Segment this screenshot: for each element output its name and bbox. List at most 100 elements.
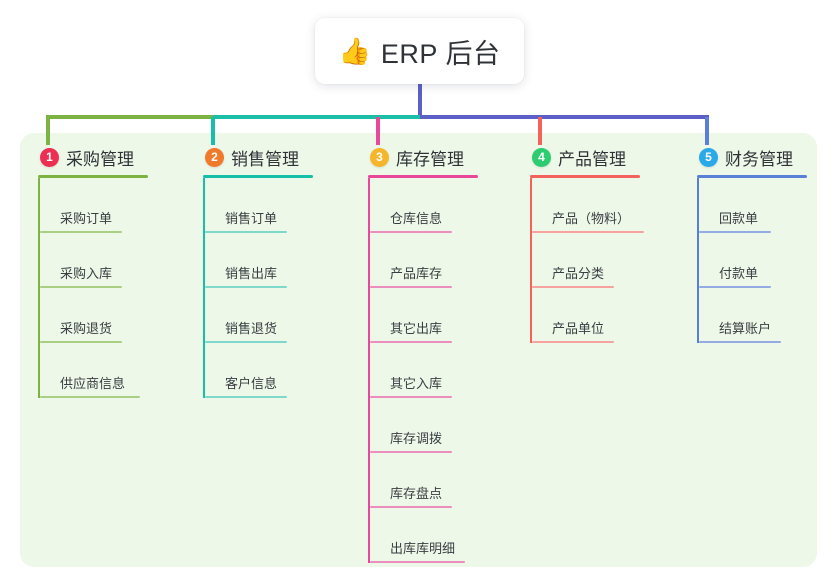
item-label: 客户信息 xyxy=(225,376,278,391)
branch-header-2[interactable]: 2 销售管理 xyxy=(205,145,313,169)
branch-number-badge: 5 xyxy=(699,147,718,167)
item-spine-line xyxy=(368,288,370,343)
root-node[interactable]: 👍 ERP 后台 xyxy=(315,18,524,84)
item-underline xyxy=(205,231,287,233)
branch-item[interactable]: 产品单位 xyxy=(530,288,640,343)
item-underline xyxy=(699,231,771,233)
branch-title: 产品管理 xyxy=(558,149,626,169)
item-label: 仓库信息 xyxy=(390,211,443,226)
branch-title: 库存管理 xyxy=(396,149,464,169)
item-spine-line xyxy=(368,398,370,453)
item-underline xyxy=(40,341,122,343)
branch-item[interactable]: 其它出库 xyxy=(368,288,478,343)
thumbs-up-icon: 👍 xyxy=(338,36,371,66)
item-underline xyxy=(699,341,781,343)
item-spine-line xyxy=(38,233,40,288)
item-label: 出库库明细 xyxy=(390,541,456,556)
branch-item[interactable]: 回款单 xyxy=(697,178,807,233)
item-underline xyxy=(699,286,771,288)
item-label: 回款单 xyxy=(719,211,759,226)
item-label: 产品分类 xyxy=(552,266,605,281)
item-label: 采购退货 xyxy=(60,321,113,336)
item-label: 产品单位 xyxy=(552,321,605,336)
item-spine-line xyxy=(697,178,699,233)
branch-title: 采购管理 xyxy=(66,149,134,169)
branch-item[interactable]: 产品库存 xyxy=(368,233,478,288)
branch-item[interactable]: 仓库信息 xyxy=(368,178,478,233)
item-label: 采购订单 xyxy=(60,211,113,226)
branch-number-badge: 4 xyxy=(532,147,551,167)
branch-item-list: 产品（物料） 产品分类产品单位 xyxy=(530,178,644,343)
branch-item[interactable]: 产品（物料） xyxy=(530,178,644,233)
item-label: 库存盘点 xyxy=(390,486,443,501)
item-label: 其它入库 xyxy=(390,376,443,391)
branch-item[interactable]: 采购订单 xyxy=(38,178,148,233)
item-label: 采购入库 xyxy=(60,266,113,281)
branch-column-4: 4 产品管理产品（物料） 产品分类产品单位 xyxy=(530,145,644,343)
item-underline xyxy=(370,341,452,343)
branch-header-1[interactable]: 1 采购管理 xyxy=(40,145,148,169)
branch-item[interactable]: 产品分类 xyxy=(530,233,640,288)
item-underline xyxy=(532,341,614,343)
branch-item[interactable]: 库存盘点 xyxy=(368,453,478,508)
item-underline xyxy=(205,341,287,343)
item-label: 产品（物料） xyxy=(552,211,631,226)
branch-number-badge: 2 xyxy=(205,147,224,167)
item-label: 销售退货 xyxy=(225,321,278,336)
branch-header-5[interactable]: 5 财务管理 xyxy=(699,145,807,169)
item-underline xyxy=(40,286,122,288)
item-label: 库存调拨 xyxy=(390,431,443,446)
item-label: 供应商信息 xyxy=(60,376,126,391)
branch-item[interactable]: 其它入库 xyxy=(368,343,478,398)
branch-column-3: 3 库存管理仓库信息产品库存其它出库其它入库库存调拨库存盘点出库库明细 xyxy=(368,145,478,563)
branch-item[interactable]: 出库库明细 xyxy=(368,508,478,563)
branch-item[interactable]: 销售退货 xyxy=(203,288,313,343)
item-underline xyxy=(370,286,452,288)
item-spine-line xyxy=(697,288,699,343)
item-label: 销售出库 xyxy=(225,266,278,281)
branch-item[interactable]: 销售出库 xyxy=(203,233,313,288)
item-label: 其它出库 xyxy=(390,321,443,336)
branch-item[interactable]: 供应商信息 xyxy=(38,343,148,398)
item-label: 结算账户 xyxy=(719,321,772,336)
branch-underline xyxy=(38,175,148,178)
item-spine-line xyxy=(530,178,532,233)
item-spine-line xyxy=(368,453,370,508)
branch-item[interactable]: 结算账户 xyxy=(697,288,807,343)
item-underline xyxy=(370,506,452,508)
branch-number-badge: 1 xyxy=(40,147,59,167)
item-underline xyxy=(370,396,452,398)
item-underline xyxy=(370,451,452,453)
branch-item-list: 仓库信息产品库存其它出库其它入库库存调拨库存盘点出库库明细 xyxy=(368,178,478,563)
item-label: 销售订单 xyxy=(225,211,278,226)
item-underline xyxy=(532,286,614,288)
branch-item[interactable]: 库存调拨 xyxy=(368,398,478,453)
branch-item[interactable]: 销售订单 xyxy=(203,178,313,233)
item-spine-line xyxy=(203,288,205,343)
item-spine-line xyxy=(368,343,370,398)
item-spine-line xyxy=(203,233,205,288)
branch-title: 销售管理 xyxy=(231,149,299,169)
branch-underline xyxy=(203,175,313,178)
root-node-title: ERP 后台 xyxy=(380,38,501,69)
branch-item[interactable]: 客户信息 xyxy=(203,343,313,398)
branch-underline xyxy=(697,175,807,178)
item-spine-line xyxy=(38,288,40,343)
item-underline xyxy=(205,396,287,398)
item-spine-line xyxy=(368,508,370,563)
item-label: 付款单 xyxy=(719,266,759,281)
root-node-content: 👍 ERP 后台 xyxy=(339,32,501,71)
branch-underline xyxy=(368,175,478,178)
branch-item[interactable]: 采购退货 xyxy=(38,288,148,343)
item-spine-line xyxy=(697,233,699,288)
branch-header-3[interactable]: 3 库存管理 xyxy=(370,145,478,169)
branch-header-4[interactable]: 4 产品管理 xyxy=(532,145,640,169)
branch-item[interactable]: 付款单 xyxy=(697,233,807,288)
item-spine-line xyxy=(368,233,370,288)
item-spine-line xyxy=(530,288,532,343)
branch-underline xyxy=(530,175,640,178)
branch-number-badge: 3 xyxy=(370,147,389,167)
branch-item[interactable]: 采购入库 xyxy=(38,233,148,288)
branch-title: 财务管理 xyxy=(725,149,793,169)
